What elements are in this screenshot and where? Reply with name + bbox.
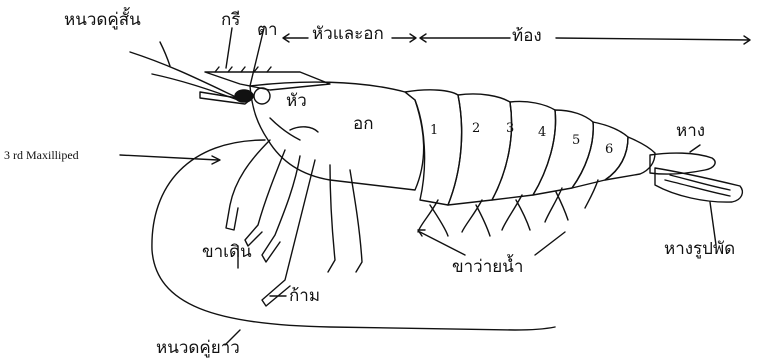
segment-label-2: 2 (472, 122, 480, 135)
label-long-antenna: หนวดคู่ยาว (156, 340, 240, 357)
abdomen-segment-1 (405, 90, 462, 205)
segment-label-4: 4 (538, 126, 546, 139)
walking-leg-3 (262, 160, 315, 306)
swimmeret-2 (462, 200, 490, 236)
label-eye: ตา (257, 22, 278, 39)
arrow-cephalothorax-left (283, 34, 308, 42)
maxilliped-line (226, 140, 270, 230)
abdomen-segment-2 (448, 94, 512, 205)
label-walking-legs: ขาเดิน (202, 244, 252, 261)
arrow-abdomen-left (420, 34, 510, 42)
label-swimmerets: ขาว่ายน้ำ (452, 259, 523, 276)
leader-swimmerets-right (535, 232, 565, 255)
leader-tail (690, 145, 700, 152)
abdomen-segment-4 (533, 110, 593, 195)
telson-shape (650, 153, 715, 174)
uropod-shape (655, 168, 742, 202)
walking-leg-1 (245, 150, 285, 246)
label-head: หัว (286, 93, 307, 110)
label-rostrum: กรี (221, 12, 240, 29)
leader-rostrum (226, 28, 232, 68)
rostrum-shape (205, 72, 330, 90)
walking-leg-2 (262, 156, 300, 262)
swimmeret-4 (545, 188, 568, 222)
walking-leg-5 (350, 170, 362, 272)
abdomen-segment-3 (492, 101, 556, 200)
segment-label-6: 6 (605, 143, 613, 156)
arrow-cephalothorax-right (392, 34, 416, 42)
arrow-abdomen-right (556, 36, 750, 44)
label-cephalothorax: หัวและอก (312, 26, 384, 43)
leader-maxilliped (120, 155, 218, 160)
segment-label-5: 5 (572, 134, 580, 147)
segment-label-1: 1 (430, 124, 438, 137)
long-antenna-line (152, 140, 555, 330)
label-thorax: อก (353, 116, 374, 133)
label-tail: หาง (676, 123, 705, 140)
leader-short-antenna (160, 42, 170, 66)
leader-swimmerets-left (420, 232, 465, 255)
segment-label-3: 3 (506, 122, 514, 135)
label-abdomen: ท้อง (512, 28, 542, 45)
label-short-antenna: หนวดคู่สั้น (64, 12, 141, 29)
label-third-maxilliped: 3 rd Maxilliped (4, 149, 79, 161)
label-uropod: หางรูปพัด (664, 241, 735, 258)
label-chela: ก้าม (289, 288, 320, 305)
swimmeret-3 (502, 195, 530, 230)
short-antenna-line-1 (130, 52, 238, 98)
